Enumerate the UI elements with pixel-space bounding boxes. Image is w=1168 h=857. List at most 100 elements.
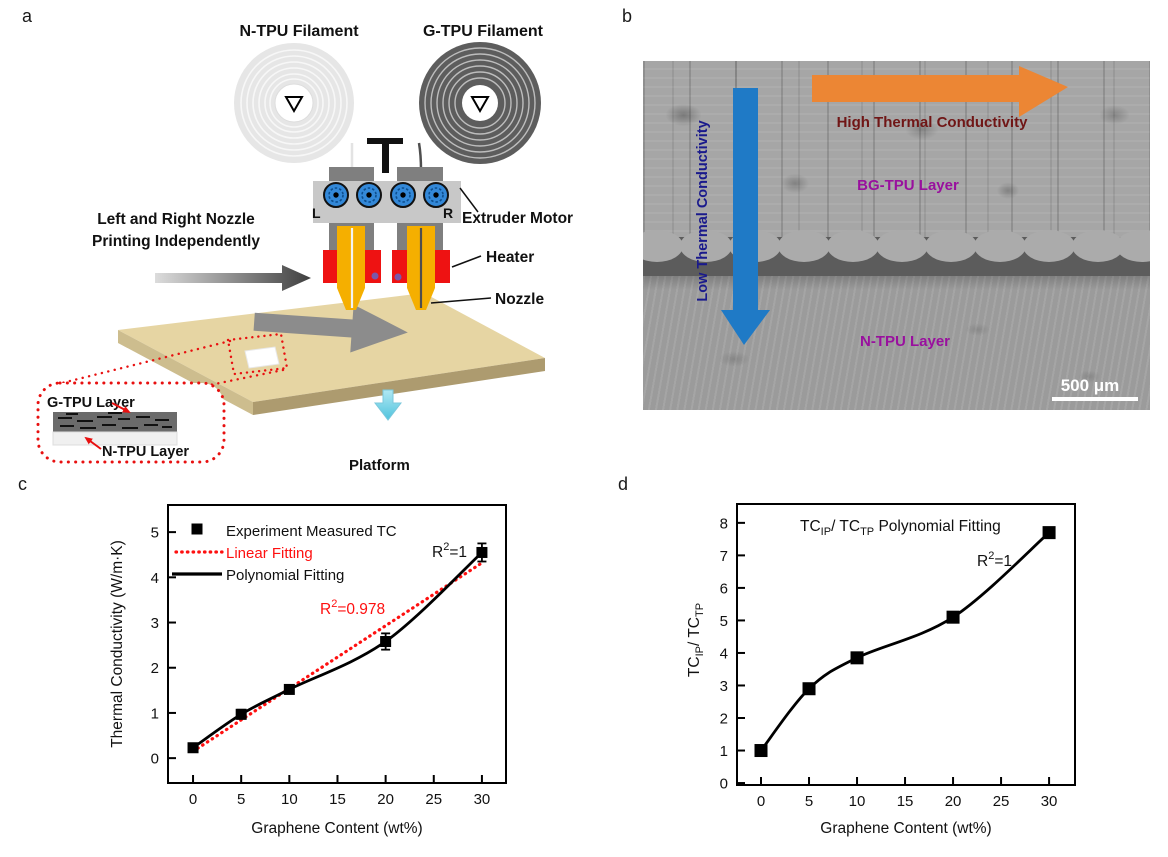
inset-n-layer-label: N-TPU Layer [102,444,189,460]
printed-sample-slot [244,346,280,369]
scale-bar-label: 500 μm [1061,376,1120,395]
callout-line-right [203,368,285,388]
data-point-marker [476,546,488,558]
low-tc-down-arrow [721,88,770,345]
right-nozzle-marker: R [443,205,453,221]
legend-linear-label: Linear Fitting [226,545,313,562]
layer-inset-callout: G-TPU Layer N-TPU Layer [36,381,226,464]
independent-printing-note-line1: Left and Right Nozzle [97,211,255,228]
y-tick-label: 6 [720,580,728,597]
independent-printing-note-line2: Printing Independently [92,233,260,250]
scale-bar-line [1052,397,1138,401]
extruder-gears [323,182,449,208]
spool-hub-icon [284,96,304,114]
print-direction-arrow [253,304,408,353]
extruder-motor-pointer [459,187,479,213]
n-tpu-layer-label: N-TPU Layer [860,333,950,350]
y-tick-label: 3 [720,678,728,695]
x-tick-label: 30 [1041,793,1058,810]
panel-label-c: c [18,474,27,494]
r2-linear-annotation: R2=0.978 [320,598,385,618]
graphene-flakes [58,412,172,429]
platform-down-arrow [373,389,403,421]
polynomial-fit-curve [192,551,483,749]
data-point-marker [946,610,960,624]
nozzle-label: Nozzle [495,291,544,308]
x-tick-label: 0 [189,791,197,808]
panel-label-b: b [622,6,633,26]
x-tick-label: 15 [897,793,914,810]
left-nozzle-marker: L [312,205,321,221]
low-tc-label: Low Thermal Conductivity [695,120,711,301]
y-tick-label: 8 [720,515,728,532]
screw-dot-icon [371,272,379,280]
data-point-marker [187,742,199,754]
data-point-marker [283,683,295,695]
callout-line-left [48,339,232,388]
chart-d-ylabel: TCIP/ TCTP [686,603,706,677]
y-tick-label: 2 [720,711,728,728]
x-tick-label: 25 [993,793,1010,810]
data-point-marker [235,708,247,720]
sem-n-tpu-texture [643,276,1150,410]
x-tick-label: 5 [805,793,813,810]
data-point-marker [380,636,392,648]
linear-fit-line [191,561,484,753]
high-tc-label: High Thermal Conductivity [837,114,1029,131]
platform-label: Platform [349,457,410,474]
filament-scallops [643,230,1150,262]
motion-gradient-arrow [155,265,311,291]
y-tick-label: 7 [720,548,728,565]
filament-guide-bracket [367,138,403,173]
legend-marker-square [191,523,203,535]
inset-g-arrow [111,402,131,413]
r2-poly-annotation-d: R2=1 [977,550,1012,570]
y-tick-label: 4 [151,570,159,587]
chart-c-xlabel: Graphene Content (wt%) [251,820,422,837]
y-tick-label: 0 [720,776,728,793]
x-tick-label: 10 [849,793,866,810]
y-tick-label: 5 [720,613,728,630]
callout-source-box [226,332,289,376]
chart-d-xlabel: Graphene Content (wt%) [820,820,991,837]
n-spool-label: N-TPU Filament [239,23,359,40]
high-tc-right-arrow [812,66,1068,117]
inset-g-layer-label: G-TPU Layer [47,395,135,411]
data-point-marker [802,682,816,696]
inset-n-arrow [84,436,102,450]
data-point-marker [754,744,768,758]
x-tick-label: 5 [237,791,245,808]
x-tick-label: 25 [425,791,442,808]
panel-label-a: a [22,6,33,26]
chart-d-title: TCIP/ TCTP Polynomial Fitting [800,518,1001,538]
x-tick-label: 10 [281,791,298,808]
x-tick-label: 20 [945,793,962,810]
printer-schematic: N-TPU Filament G-TPU Filament [36,23,573,474]
g-tpu-spool [419,42,541,164]
y-tick-label: 5 [151,525,159,542]
chart-c-ylabel: Thermal Conductivity (W/m·K) [109,540,126,748]
g-spool-label: G-TPU Filament [423,23,544,40]
sem-annotations: High Thermal Conductivity Low Thermal Co… [643,66,1150,401]
screw-dot-icon [394,273,402,281]
y-tick-label: 0 [151,751,159,768]
extruder-motor-label: Extruder Motor [462,210,573,227]
x-tick-label: 15 [329,791,346,808]
inset-n-layer-bar [52,431,178,446]
y-tick-label: 1 [151,705,159,722]
y-tick-label: 1 [720,743,728,760]
sem-image: High Thermal Conductivity Low Thermal Co… [643,61,1150,410]
panel-label-d: d [618,474,629,494]
heater-label: Heater [486,249,534,266]
y-tick-label: 3 [151,615,159,632]
legend-polynomial-label: Polynomial Fitting [226,567,344,584]
x-tick-label: 20 [377,791,394,808]
data-point-marker [850,651,864,665]
legend-experiment-label: Experiment Measured TC [226,523,397,540]
x-tick-label: 0 [757,793,765,810]
